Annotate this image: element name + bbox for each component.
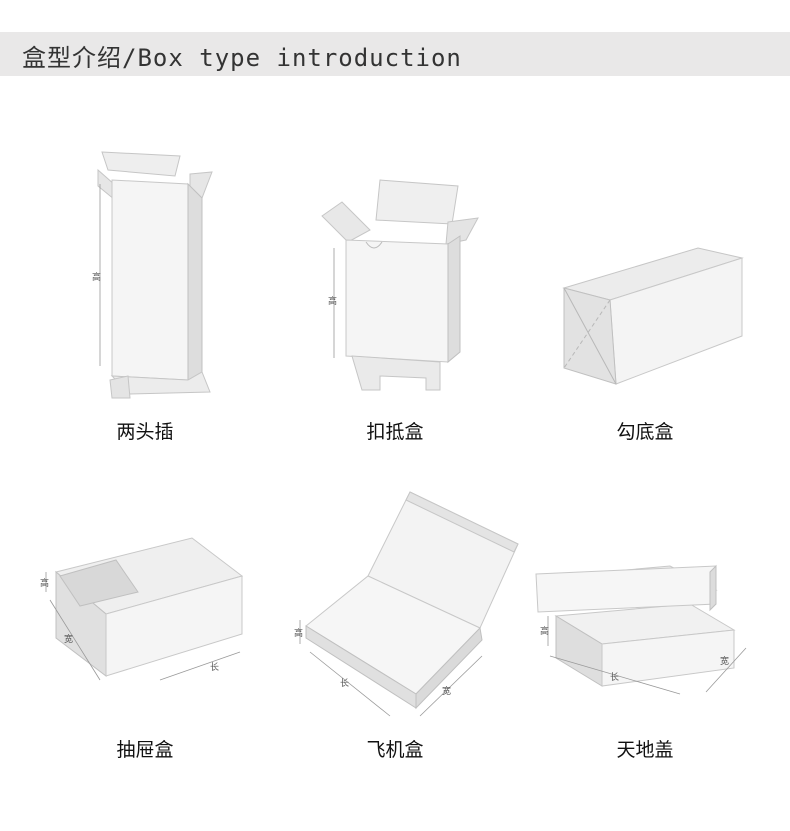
box-item-drawer: 高 宽 长 抽屉盒 — [20, 480, 270, 780]
box-label: 天地盖 — [616, 739, 674, 761]
height-dimension-label: 高 — [294, 627, 303, 639]
height-dimension-label: 高 — [40, 577, 49, 589]
length-dimension-label: 长 — [210, 661, 219, 673]
height-dimension-label: 高 — [328, 295, 337, 307]
tuck-end-box-illustration: 高 — [92, 151, 213, 399]
box-label: 抽屉盒 — [116, 739, 174, 761]
box-item-mailer: 高 长 宽 飞机盒 — [270, 480, 520, 780]
box-label: 勾底盒 — [616, 421, 674, 443]
box-item-lid-base: 高 长 宽 天地盖 — [520, 480, 770, 780]
box-item-crash-lock: 勾底盒 — [520, 140, 770, 450]
height-dimension-label: 高 — [92, 271, 101, 283]
drawer-box-illustration: 高 宽 长 — [40, 537, 244, 681]
length-dimension-label: 长 — [340, 677, 349, 689]
box-label: 两头插 — [116, 421, 174, 443]
box-label: 扣抵盒 — [366, 421, 424, 443]
crash-lock-box-illustration — [562, 247, 744, 385]
box-item-snap-lock: 高 扣抵盒 — [270, 140, 520, 450]
width-dimension-label: 宽 — [64, 633, 73, 645]
mailer-box-illustration: 高 长 宽 — [294, 491, 519, 717]
lid-base-box-illustration: 高 长 宽 — [535, 564, 747, 695]
height-dimension-label: 高 — [540, 625, 549, 637]
width-dimension-label: 宽 — [720, 655, 729, 667]
header-bar: 盒型介绍/Box type introduction — [0, 32, 790, 76]
snap-lock-box-illustration: 高 — [321, 179, 479, 391]
width-dimension-label: 宽 — [442, 685, 451, 697]
page-title: 盒型介绍/Box type introduction — [22, 44, 462, 72]
box-item-tuck-end: 高 两头插 — [20, 140, 270, 450]
length-dimension-label: 长 — [610, 671, 619, 683]
box-label: 飞机盒 — [366, 739, 424, 761]
